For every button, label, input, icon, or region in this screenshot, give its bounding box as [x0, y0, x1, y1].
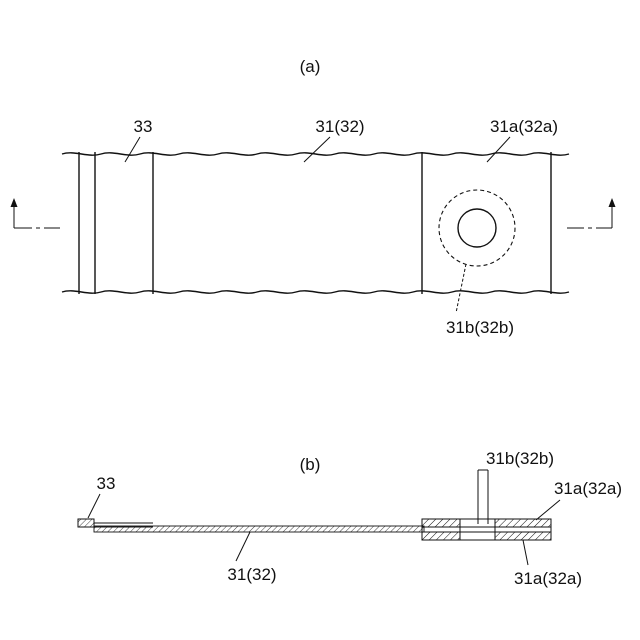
leader-b-31a-32a-bottom: [523, 540, 528, 565]
figure-b-caption: (b): [300, 455, 321, 474]
end-plate: [422, 527, 551, 532]
leader-b-31b-32b: [478, 470, 488, 524]
label-a-31a-32a: 31a(32a): [490, 117, 558, 136]
end-block-top-right: [495, 519, 551, 527]
leader-b-31a-32a-top: [536, 500, 560, 520]
sheet-section: [94, 526, 424, 532]
label-b-31b-32b: 31b(32b): [486, 449, 554, 468]
figure-a: (a) 33 31(3: [11, 57, 616, 337]
label-a-33: 33: [134, 117, 153, 136]
leader-a-31b-32b: [456, 264, 466, 313]
section-arrow-left: [11, 198, 61, 228]
label-a-31b-32b: 31b(32b): [446, 318, 514, 337]
figure-b: (b) 33 31b(32b) 31a(32a) 31(32) 31a(32a): [78, 449, 622, 588]
leader-a-31-32: [304, 137, 330, 162]
label-b-31a-32a-top: 31a(32a): [554, 479, 622, 498]
tab-33-section: [78, 519, 94, 527]
hole-circle: [458, 209, 496, 247]
end-block-top-left: [422, 519, 460, 527]
leader-a-31a-32a: [487, 137, 510, 162]
leader-b-33: [88, 494, 100, 518]
label-a-31-32: 31(32): [315, 117, 364, 136]
label-b-31-32: 31(32): [227, 565, 276, 584]
end-block-bottom-left: [422, 532, 460, 540]
section-arrow-right: [567, 198, 616, 228]
figure-a-caption: (a): [300, 57, 321, 76]
end-block-bottom-right: [495, 532, 551, 540]
leader-b-31-32: [236, 532, 250, 561]
label-b-31a-32a-bottom: 31a(32a): [514, 569, 582, 588]
leader-a-33: [125, 137, 140, 162]
hole-detail-circle: [439, 190, 515, 266]
label-b-33: 33: [97, 474, 116, 493]
sheet-bottom-edge: [62, 291, 569, 293]
